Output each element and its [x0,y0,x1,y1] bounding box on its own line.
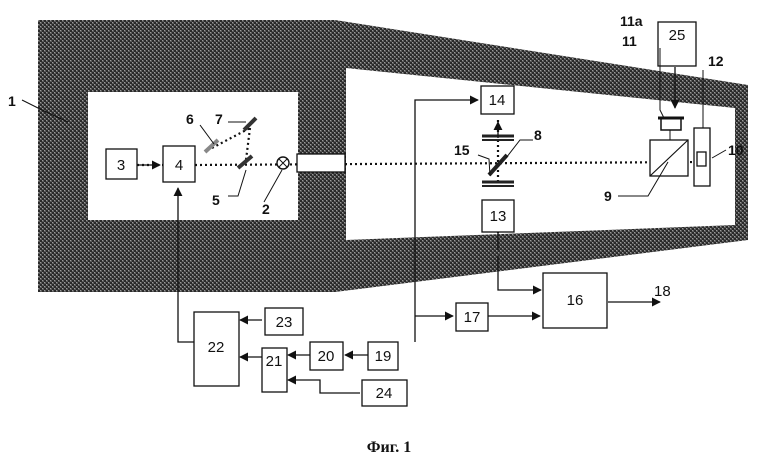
block-4: 4 [163,146,195,182]
block-22: 22 [194,312,239,386]
label-15: 15 [454,142,470,158]
label-1: 1 [8,93,16,109]
block-21: 21 [262,348,287,392]
block-23-label: 23 [276,314,293,331]
block-23: 23 [265,308,303,335]
block-4-label: 4 [175,157,183,174]
block-13-label: 13 [490,208,507,225]
label-11: 11 [622,33,637,49]
block-22-label: 22 [208,339,225,356]
block-14-label: 14 [489,92,506,109]
block-19: 19 [368,342,398,370]
block-17-label: 17 [464,309,481,326]
label-11a: 11a [620,13,643,29]
label-12: 12 [708,53,724,69]
label-7: 7 [215,111,223,127]
label-5: 5 [212,192,220,208]
block-24: 24 [362,380,407,406]
block-16-label: 16 [567,292,584,309]
label-6: 6 [186,111,194,127]
housing [38,20,748,292]
label-9: 9 [604,188,612,204]
block-25-label: 25 [669,27,686,44]
block-14: 14 [481,86,514,114]
block-21-label: 21 [266,353,283,370]
block-3: 3 [106,149,137,179]
block-16: 16 [543,273,607,328]
block-19-label: 19 [375,348,392,365]
label-2: 2 [262,201,270,217]
block-17: 17 [456,303,488,331]
figure-caption: Фиг. 1 [367,439,411,456]
block-25: 25 [658,22,696,66]
label-10: 10 [728,142,744,158]
element-11 [661,118,681,130]
label-8: 8 [534,127,542,143]
block-24-label: 24 [376,385,393,402]
block-3-label: 3 [117,157,125,174]
block-20-label: 20 [318,348,335,365]
block-20: 20 [310,342,343,370]
element-10 [697,152,706,166]
block-13: 13 [482,200,514,232]
label-18: 18 [654,283,671,300]
